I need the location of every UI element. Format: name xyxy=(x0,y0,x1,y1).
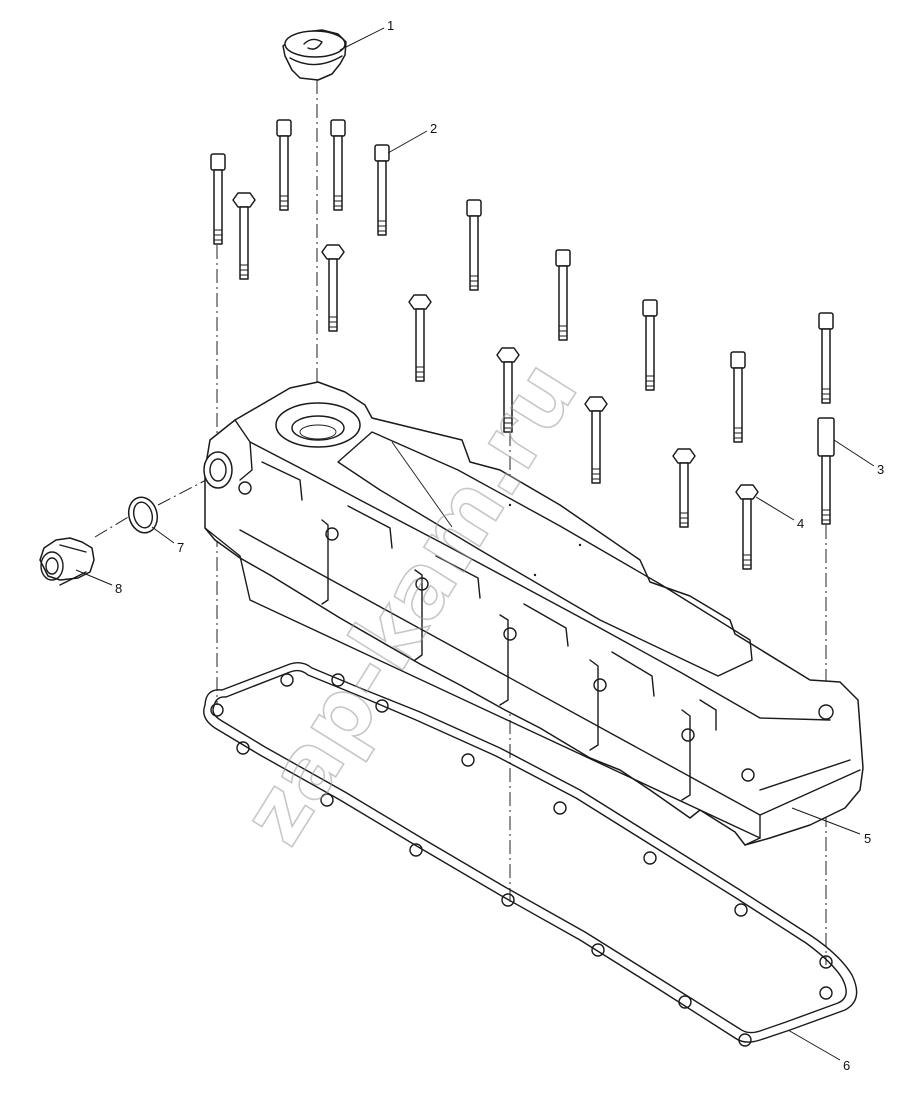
long-bolt xyxy=(730,351,746,443)
oil-filler-cap xyxy=(282,29,347,81)
long-bolt xyxy=(466,199,482,291)
long-bolt xyxy=(555,249,571,341)
long-bolt xyxy=(330,119,346,211)
callout-7: 7 xyxy=(177,540,184,555)
leader-lines xyxy=(75,27,875,1061)
callout-6: 6 xyxy=(843,1058,850,1073)
callout-2: 2 xyxy=(430,121,437,136)
long-bolt xyxy=(818,312,834,404)
callout-5: 5 xyxy=(864,831,871,846)
flange-bolt xyxy=(672,448,696,528)
spacer-stud xyxy=(817,417,835,525)
callout-3: 3 xyxy=(877,462,884,477)
cover-bolts xyxy=(210,119,835,570)
flange-bolt xyxy=(496,347,520,433)
sealing-ring xyxy=(127,496,159,534)
callout-8: 8 xyxy=(115,581,122,596)
valve-cover xyxy=(203,381,864,846)
long-bolt xyxy=(276,119,292,211)
valve-cover-gasket xyxy=(203,661,858,1047)
long-bolt xyxy=(374,144,390,236)
flange-bolt xyxy=(408,294,432,382)
flange-bolt xyxy=(232,192,256,280)
gasket-bolt-holes xyxy=(210,673,833,1047)
flange-bolt xyxy=(321,244,345,332)
long-bolt xyxy=(210,153,226,245)
callout-labels: 1 2 3 4 5 6 7 8 xyxy=(115,18,884,1073)
callout-1: 1 xyxy=(387,18,394,33)
flange-bolt xyxy=(584,396,608,484)
flange-bolt xyxy=(735,484,759,570)
long-bolt xyxy=(642,299,658,391)
callout-4: 4 xyxy=(797,516,804,531)
union-fitting xyxy=(39,537,95,586)
